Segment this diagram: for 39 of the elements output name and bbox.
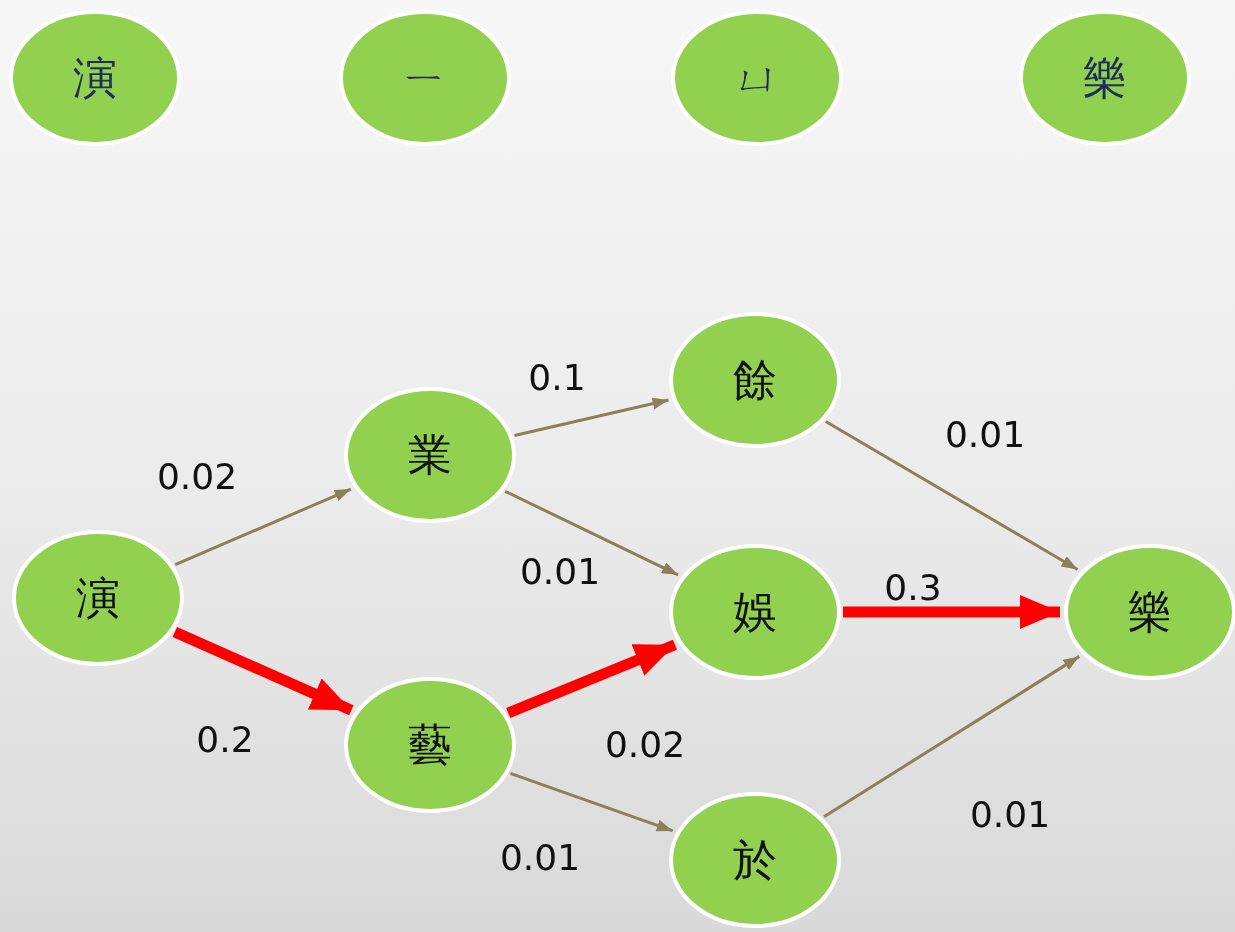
circle-node [671,10,843,146]
circle-node [669,312,841,448]
node-label: 娛 [733,590,777,634]
node-label: 樂 [1083,56,1127,100]
edge-label: 0.2 [196,722,254,758]
arrow [504,489,679,577]
circle-node [344,677,516,813]
arrow [824,420,1079,571]
edge-label: 0.01 [499,840,581,876]
node-label: 藝 [408,723,452,767]
edge-label: 0.01 [519,554,601,590]
arrow [174,487,352,567]
node-label: ㄧ [402,56,448,100]
edge-label: 0.02 [156,459,238,495]
arrow [823,655,1081,818]
edge-label: 0.3 [884,570,942,606]
arrow [514,397,669,437]
edge-label: 0.02 [604,727,686,763]
node-label: ㄩ [734,56,780,100]
node-label: 樂 [1128,590,1172,634]
arrow [506,639,678,719]
node-label: 業 [408,433,452,477]
circle-node [339,10,511,146]
circle-node [669,792,841,928]
edge-label: 0.1 [528,360,586,396]
node-label: 演 [73,56,117,100]
circle-node [12,530,184,666]
arrow [843,595,1060,629]
arrow [509,772,674,833]
circle-node [1019,10,1191,146]
edge-label: 0.01 [969,797,1051,833]
circle-node [344,387,516,523]
circle-node [669,544,841,680]
node-label: 演 [76,576,120,620]
circle-node [9,10,181,146]
node-label: 於 [733,838,777,882]
edge-label: 0.01 [944,417,1026,453]
arrow [172,627,354,716]
node-label: 餘 [733,358,777,402]
